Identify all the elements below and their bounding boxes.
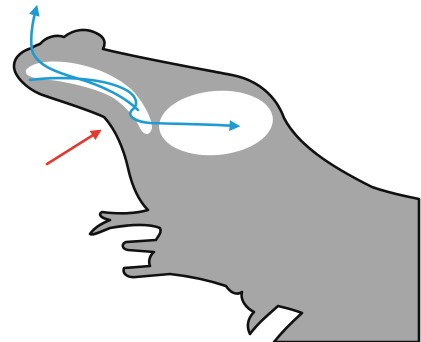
- pointer-arrow: [47, 132, 98, 164]
